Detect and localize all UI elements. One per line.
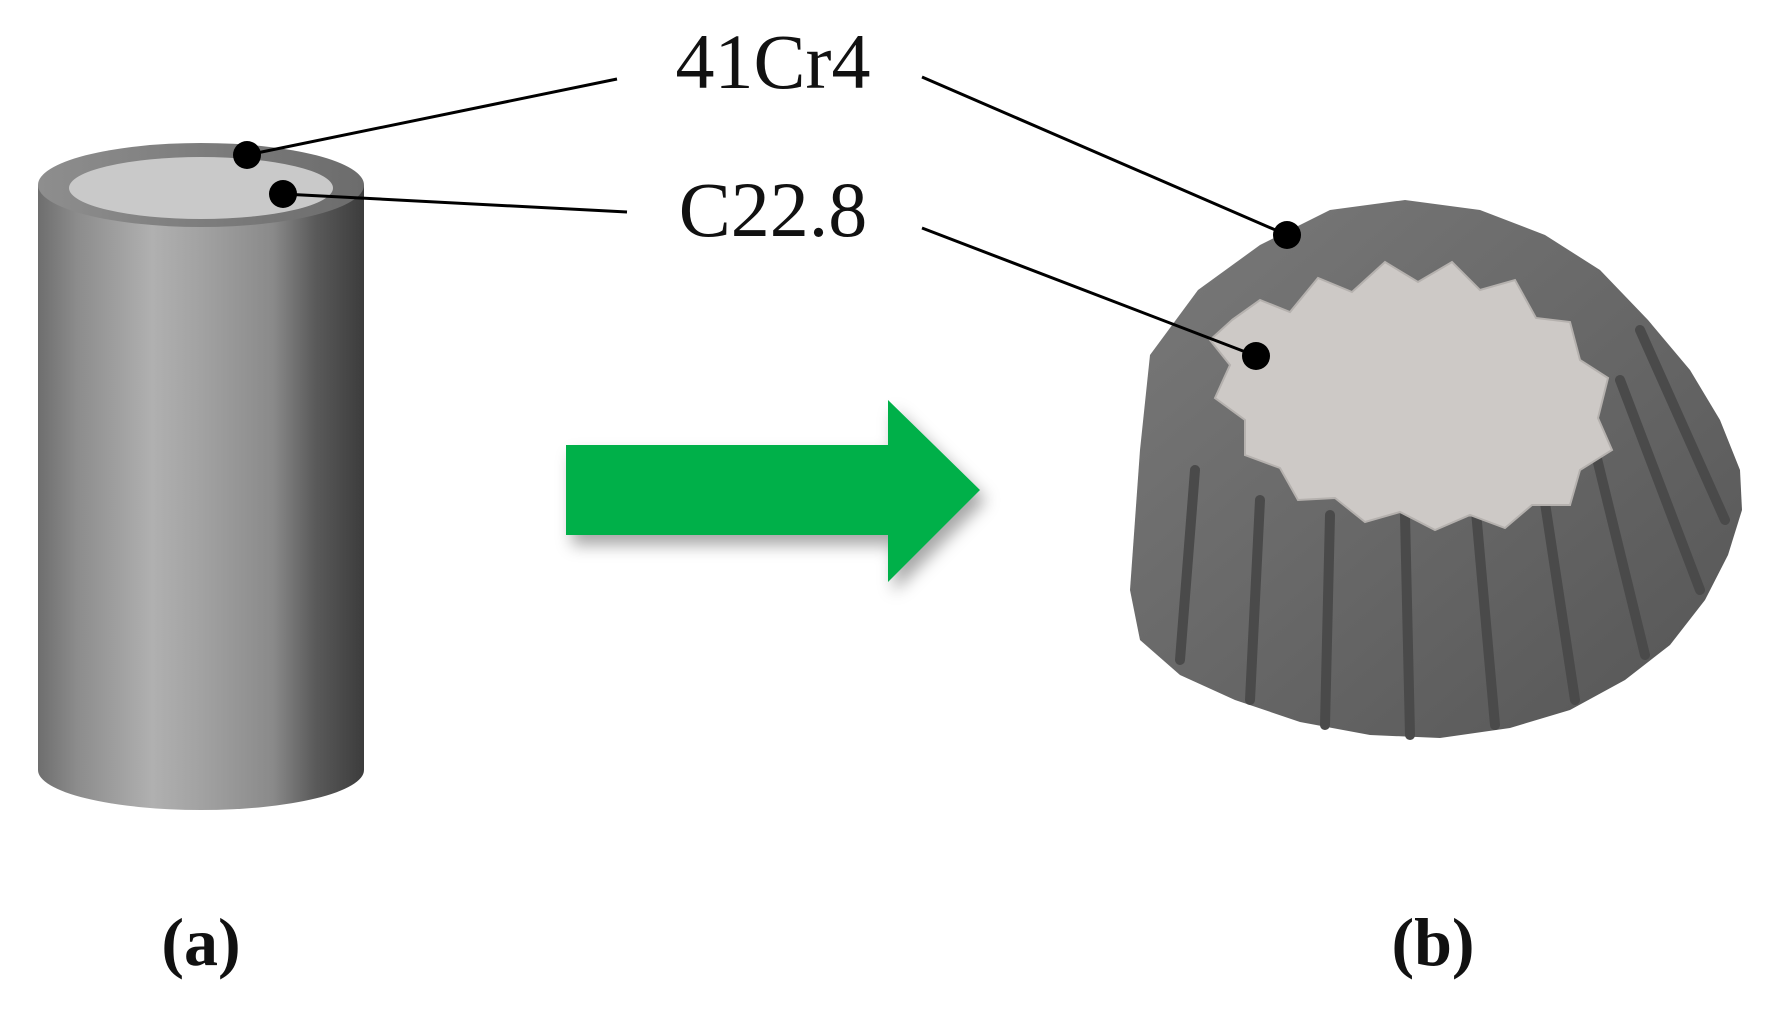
bevel-gear	[1130, 200, 1742, 740]
label-41cr4: 41Cr4	[676, 18, 871, 105]
cylinder-side	[38, 185, 364, 810]
leader-c228-gear	[921, 226, 1257, 358]
panel-label-b: (b)	[1391, 904, 1474, 980]
marker-dot-cylinder-core	[269, 180, 297, 208]
marker-dot-gear-core	[1242, 342, 1270, 370]
marker-dot-gear-outer	[1273, 221, 1301, 249]
leader-lines	[246, 75, 1288, 358]
panel-label-a: (a)	[161, 904, 240, 980]
leader-c228-cylinder	[282, 192, 628, 214]
leader-41cr4-gear	[921, 75, 1288, 237]
gear-tooth-grooves	[1175, 325, 1730, 740]
cylinder-billet	[38, 143, 364, 810]
marker-dots	[233, 141, 1301, 370]
leader-41cr4-cylinder	[246, 77, 618, 157]
label-c22-8: C22.8	[679, 166, 868, 253]
transformation-arrow	[566, 400, 980, 582]
marker-dot-cylinder-outer	[233, 141, 261, 169]
arrow-shape	[566, 400, 980, 582]
cylinder-inner-core	[69, 157, 333, 219]
gear-inner-core	[1208, 260, 1614, 532]
